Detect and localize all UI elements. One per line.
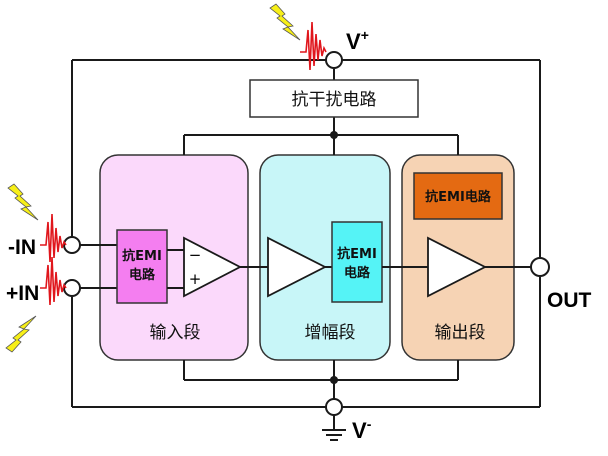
output-stage-label: 输出段 bbox=[435, 323, 486, 343]
anti-interference-box bbox=[249, 79, 419, 118]
gain-emi-label-2: 电路 bbox=[344, 265, 371, 281]
junction-top bbox=[330, 131, 338, 139]
gain-amplifier bbox=[267, 236, 327, 298]
vminus-label: V- bbox=[352, 416, 372, 443]
output-emi-label: 抗EMI电路 bbox=[425, 189, 492, 205]
in-minus-terminal bbox=[63, 236, 81, 254]
outer-frame bbox=[71, 59, 541, 408]
noise-wave-icon bbox=[40, 256, 67, 306]
lightning-icon bbox=[269, 3, 301, 41]
opamp-plus-sign: + bbox=[189, 270, 202, 288]
input-stage-label: 输入段 bbox=[150, 323, 201, 343]
in-plus-terminal bbox=[63, 279, 81, 297]
noise-wave-icon bbox=[300, 21, 327, 71]
input-emi-label-2: 电路 bbox=[129, 267, 156, 283]
lightning-icon bbox=[7, 183, 39, 221]
gain-emi-box bbox=[331, 221, 383, 303]
junction-bottom bbox=[330, 376, 338, 384]
in-minus-label: -IN bbox=[8, 236, 36, 259]
input-opamp bbox=[183, 236, 242, 298]
vminus-terminal bbox=[325, 398, 343, 416]
gain-emi-label-1: 抗EMI bbox=[337, 246, 377, 262]
lightning-icon bbox=[5, 315, 37, 353]
input-emi-box bbox=[116, 229, 168, 304]
input-emi-label-1: 抗EMI bbox=[122, 248, 162, 264]
out-label: OUT bbox=[547, 289, 592, 312]
vplus-terminal bbox=[325, 51, 343, 69]
output-emi-box bbox=[413, 172, 503, 220]
output-amplifier bbox=[427, 236, 487, 298]
noise-wave-icon bbox=[40, 213, 67, 263]
ground-icon bbox=[322, 415, 346, 441]
out-terminal bbox=[530, 257, 550, 277]
anti-interference-label: 抗干扰电路 bbox=[292, 90, 377, 110]
opamp-minus-sign: − bbox=[189, 246, 202, 264]
gain-stage-label: 增幅段 bbox=[305, 323, 356, 343]
gain-stage-box bbox=[259, 154, 391, 361]
vplus-label: V+ bbox=[346, 27, 369, 54]
input-stage-box bbox=[99, 154, 249, 361]
in-plus-label: +IN bbox=[6, 282, 39, 305]
